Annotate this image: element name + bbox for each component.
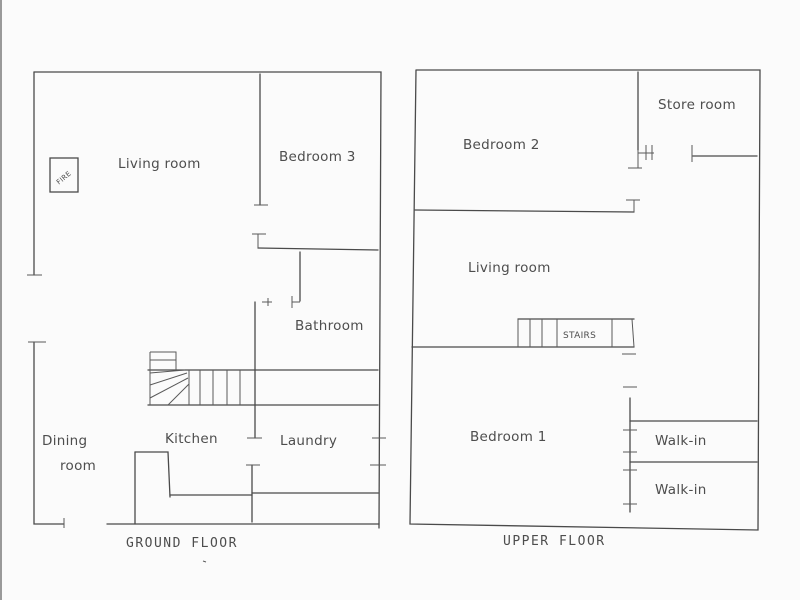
fireplace: FIRE	[49, 157, 79, 193]
ground-floor-door-marks	[27, 204, 386, 528]
upper-floor-plan: STAIRS Bedroom 2 Store room Living room …	[409, 69, 761, 549]
kitchen-label: Kitchen	[165, 431, 218, 447]
bedroom-3-label: Bedroom 3	[279, 149, 356, 165]
store-room-label: Store room	[658, 97, 736, 113]
ground-floor-plan: FIRE Living room Bedroom 3 Bathroom Dini…	[27, 71, 386, 551]
ground-floor-stairs	[149, 351, 241, 406]
upper-floor-stairs: STAIRS	[517, 318, 635, 348]
walk-in-1-label: Walk-in	[655, 433, 707, 449]
pencil-mark	[202, 560, 207, 563]
fire-label: FIRE	[55, 170, 73, 187]
bathroom-label: Bathroom	[295, 318, 364, 334]
ground-living-room-label: Living room	[118, 156, 201, 172]
walk-in-2-label: Walk-in	[655, 482, 707, 498]
bedroom-2-label: Bedroom 2	[463, 137, 540, 153]
ground-floor-walls	[33, 71, 382, 529]
upper-floor-caption: UPPER FLOOR	[503, 534, 606, 549]
stairs-label: STAIRS	[563, 331, 596, 341]
dining-room-label-line1: Dining	[42, 433, 87, 449]
laundry-label: Laundry	[280, 433, 337, 449]
ground-floor-caption: GROUND FLOOR	[126, 536, 238, 551]
dining-room-label-line2: room	[60, 458, 96, 474]
bedroom-1-label: Bedroom 1	[470, 429, 547, 445]
upper-living-room-label: Living room	[468, 260, 551, 276]
upper-floor-door-marks	[622, 145, 693, 505]
upper-floor-walls	[409, 69, 761, 531]
